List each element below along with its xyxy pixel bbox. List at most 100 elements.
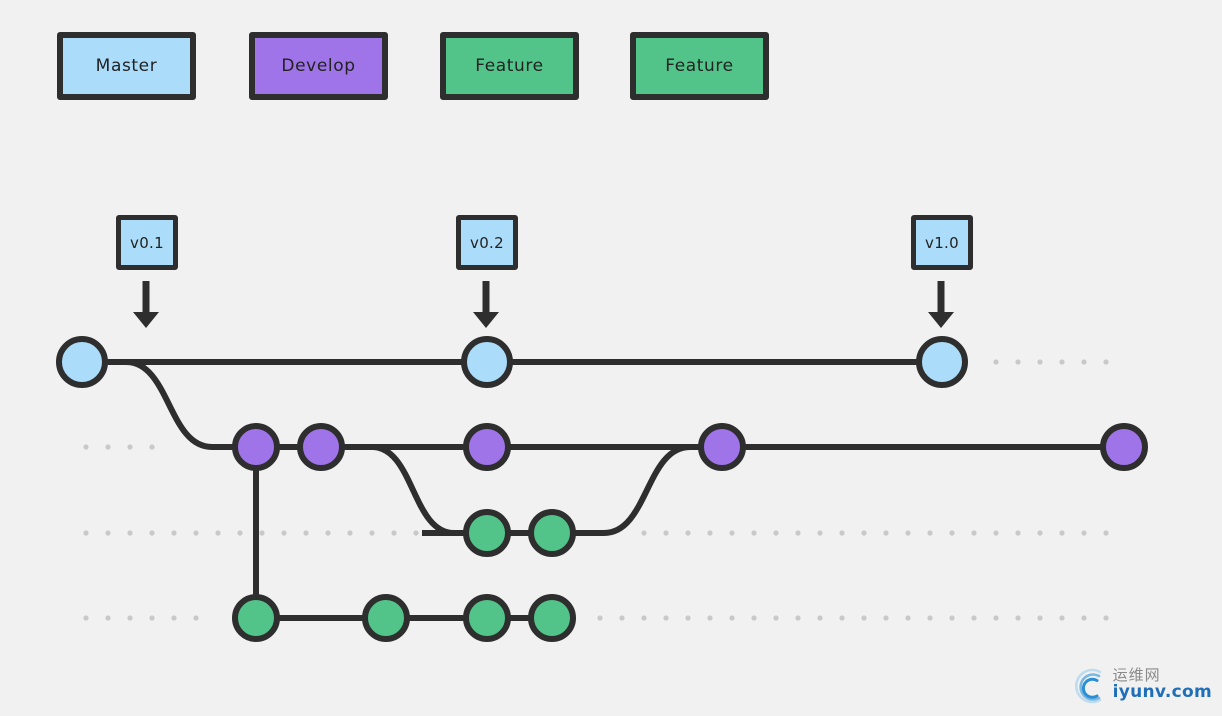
version-tag-label: v0.2 xyxy=(470,233,504,252)
commit-node-feature-lower-3[interactable] xyxy=(463,594,511,642)
lane-dot xyxy=(215,530,221,536)
lane-dot xyxy=(927,530,933,536)
lane-dot xyxy=(597,615,603,621)
lane-dot xyxy=(1059,359,1065,365)
lane-dot xyxy=(127,615,133,621)
lane-dot xyxy=(685,530,691,536)
lane-dot xyxy=(171,615,177,621)
lane-dot xyxy=(1015,615,1021,621)
lane-dot xyxy=(303,530,309,536)
lane-dot xyxy=(641,530,647,536)
branch-line-segments xyxy=(82,359,1124,621)
lane-dot xyxy=(1015,530,1021,536)
lane-dot xyxy=(369,530,375,536)
lane-dot xyxy=(1037,359,1043,365)
lane-dot xyxy=(259,530,265,536)
lane-dot xyxy=(1037,615,1043,621)
lane-dot xyxy=(883,530,889,536)
commit-node-feature-lower-4[interactable] xyxy=(528,594,576,642)
lane-dot xyxy=(619,615,625,621)
tag-arrow-head-v0.2 xyxy=(473,312,499,328)
lane-dot xyxy=(949,615,955,621)
lane-dot xyxy=(193,530,199,536)
lane-dot xyxy=(795,530,801,536)
lane-dot xyxy=(149,530,155,536)
lane-dot xyxy=(971,615,977,621)
commit-node-develop-3[interactable] xyxy=(463,423,511,471)
lane-dot xyxy=(83,444,89,450)
legend-item-feature-3[interactable]: Feature xyxy=(440,32,579,100)
tag-arrow-head-v1.0 xyxy=(928,312,954,328)
version-tag-v0.2[interactable]: v0.2 xyxy=(456,215,518,270)
legend-item-label: Feature xyxy=(475,56,544,76)
lane-dot xyxy=(149,615,155,621)
version-tag-v1.0[interactable]: v1.0 xyxy=(911,215,973,270)
lane-dot xyxy=(1015,359,1021,365)
connector-master-to-develop-branch xyxy=(103,359,236,450)
version-tag-label: v1.0 xyxy=(925,233,959,252)
lane-dot xyxy=(193,615,199,621)
legend-item-feature-4[interactable]: Feature xyxy=(630,32,769,100)
tag-arrow-head-v0.1 xyxy=(133,312,159,328)
commit-node-feature-upper-2[interactable] xyxy=(528,509,576,557)
lane-dot xyxy=(861,615,867,621)
lane-dot xyxy=(883,615,889,621)
lane-dot xyxy=(993,359,999,365)
lane-dot xyxy=(1059,615,1065,621)
commit-node-master-3[interactable] xyxy=(916,336,968,388)
lane-dot xyxy=(149,444,155,450)
lane-dot xyxy=(1081,530,1087,536)
legend-item-label: Master xyxy=(95,56,158,76)
commit-node-develop-5[interactable] xyxy=(1100,423,1148,471)
lane-dot xyxy=(971,530,977,536)
legend-item-develop-2[interactable]: Develop xyxy=(249,32,388,100)
lane-dot xyxy=(127,530,133,536)
tag-arrows xyxy=(133,281,954,328)
commit-node-develop-4[interactable] xyxy=(698,423,746,471)
commit-node-develop-1[interactable] xyxy=(232,423,280,471)
lane-dot xyxy=(861,530,867,536)
lane-dot xyxy=(839,530,845,536)
lane-dot xyxy=(1059,530,1065,536)
lane-dot xyxy=(1103,359,1109,365)
lane-dot xyxy=(1103,530,1109,536)
lane-dot xyxy=(993,615,999,621)
commit-node-master-2[interactable] xyxy=(461,336,513,388)
lane-dot xyxy=(1103,615,1109,621)
connector-feature-upper-to-develop-merge xyxy=(571,444,704,536)
lane-dot xyxy=(993,530,999,536)
lane-dot xyxy=(105,530,111,536)
lane-dot xyxy=(325,530,331,536)
lane-dot xyxy=(773,615,779,621)
lane-dot xyxy=(127,444,133,450)
lane-dot xyxy=(391,530,397,536)
commit-node-feature-lower-1[interactable] xyxy=(232,594,280,642)
lane-dot xyxy=(685,615,691,621)
lane-dot xyxy=(905,615,911,621)
commit-node-feature-upper-1[interactable] xyxy=(463,509,511,557)
connector-develop-to-feature-upper-branch xyxy=(341,444,469,536)
commit-node-feature-lower-2[interactable] xyxy=(362,594,410,642)
lane-dot xyxy=(795,615,801,621)
commit-node-develop-2[interactable] xyxy=(297,423,345,471)
lane-dot xyxy=(751,530,757,536)
watermark-chinese: 运维网 xyxy=(1112,666,1161,685)
lane-dot xyxy=(663,615,669,621)
lane-dot xyxy=(413,530,419,536)
version-tag-v0.1[interactable]: v0.1 xyxy=(116,215,178,270)
lane-dot xyxy=(927,615,933,621)
legend-item-master-1[interactable]: Master xyxy=(57,32,196,100)
lane-dot xyxy=(1081,615,1087,621)
lane-dot xyxy=(641,615,647,621)
lane-dot xyxy=(1081,359,1087,365)
lane-dot xyxy=(171,530,177,536)
lane-dot xyxy=(237,530,243,536)
lane-dot xyxy=(817,615,823,621)
lane-dot xyxy=(773,530,779,536)
branch-connectors xyxy=(103,359,704,600)
lane-dot xyxy=(729,530,735,536)
commit-nodes xyxy=(56,336,1148,642)
commit-node-master-1[interactable] xyxy=(56,336,108,388)
